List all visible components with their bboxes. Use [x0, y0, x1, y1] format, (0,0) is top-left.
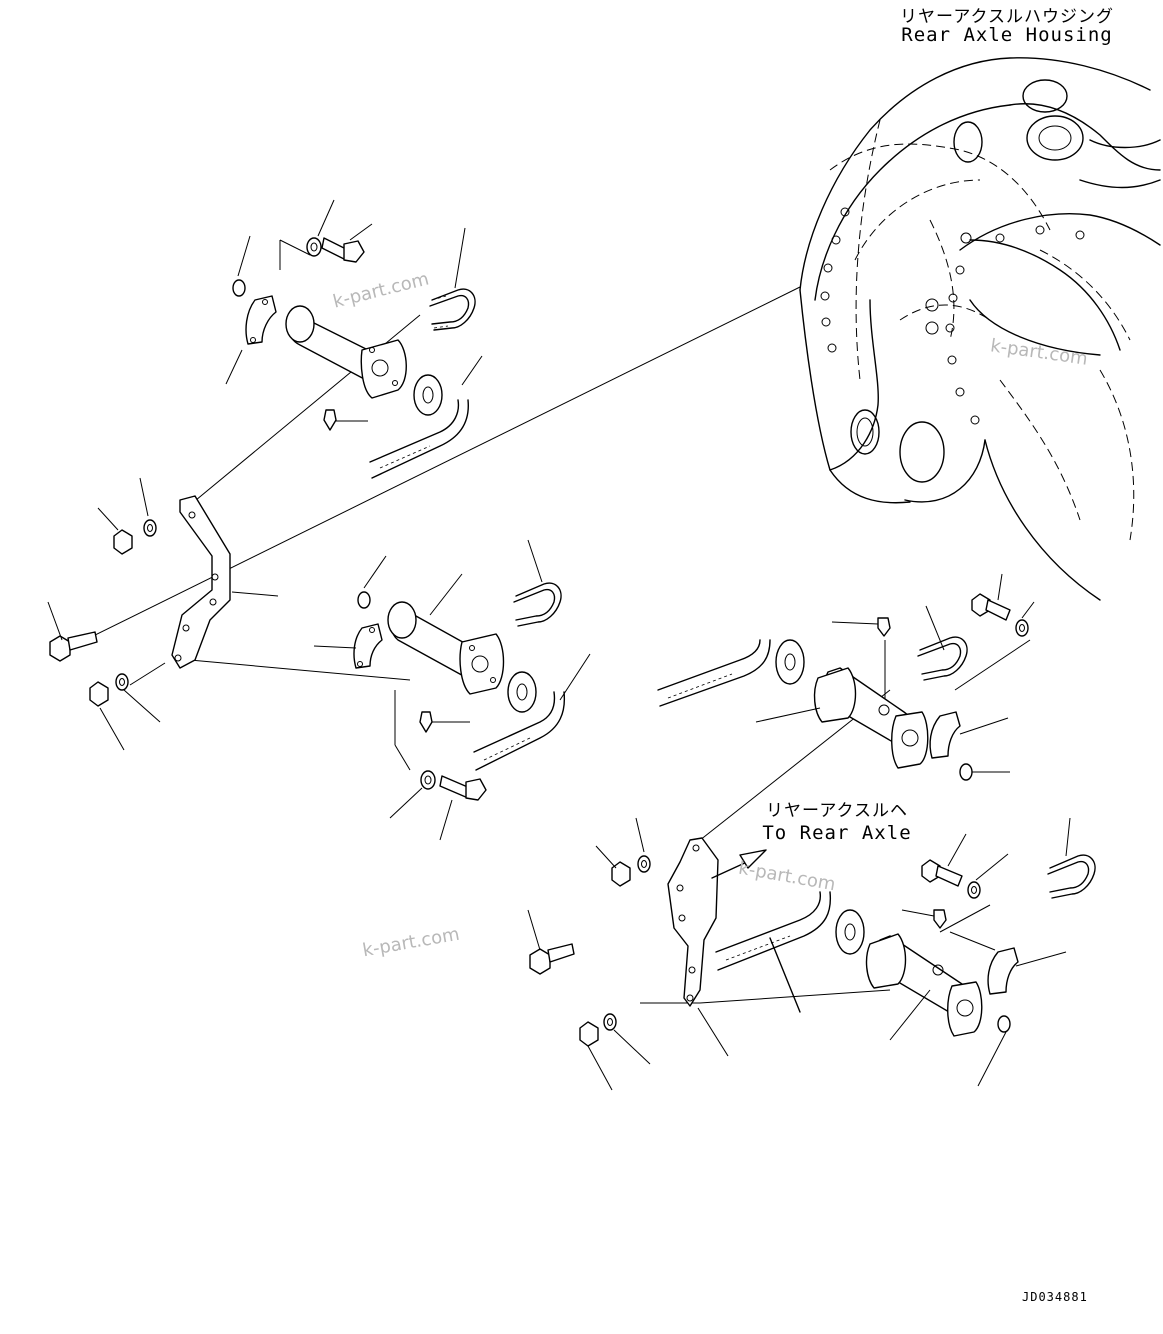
drawing-code: JD034881: [1022, 1290, 1088, 1304]
bracket-right: [529, 837, 767, 1047]
housing-label-jp: リヤーアクスルハウジング: [900, 7, 1114, 27]
rear-axle-housing: [799, 57, 1161, 601]
leaders-bracket-left: [47, 477, 279, 751]
leaders-group-1: [225, 199, 483, 422]
leaders-bracket-right: [527, 817, 729, 1091]
to-axle-label-en: To Rear Axle: [762, 822, 912, 844]
leaders-group-4: [889, 817, 1071, 1087]
pin-assembly-right: [657, 593, 1029, 781]
leaders-group-3: [755, 573, 1035, 773]
pin-assembly-upper: [232, 237, 476, 479]
to-axle-label-jp: リヤーアクスルヘ: [766, 801, 908, 821]
pin-assembly-centre: [353, 582, 566, 801]
leaders-group-2: [313, 539, 591, 841]
housing-label-en: Rear Axle Housing: [901, 24, 1113, 46]
leader-lines: [84, 239, 1031, 1004]
pin-assembly-lower: [715, 854, 1096, 1037]
bracket-left: [49, 495, 231, 707]
